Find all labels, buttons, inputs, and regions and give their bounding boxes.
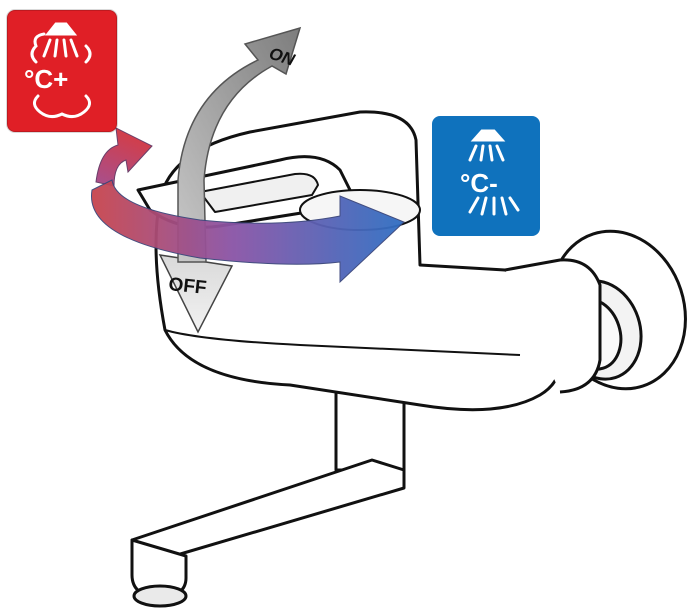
tap-body (132, 112, 692, 606)
off-label: OFF (167, 274, 207, 299)
hot-arrowhead (96, 128, 152, 186)
hot-label: °C+ (24, 64, 68, 94)
cold-badge: °C- (432, 116, 540, 236)
spout-arm (132, 460, 404, 560)
hot-badge: °C+ (7, 10, 117, 132)
cold-label: °C- (460, 168, 498, 198)
